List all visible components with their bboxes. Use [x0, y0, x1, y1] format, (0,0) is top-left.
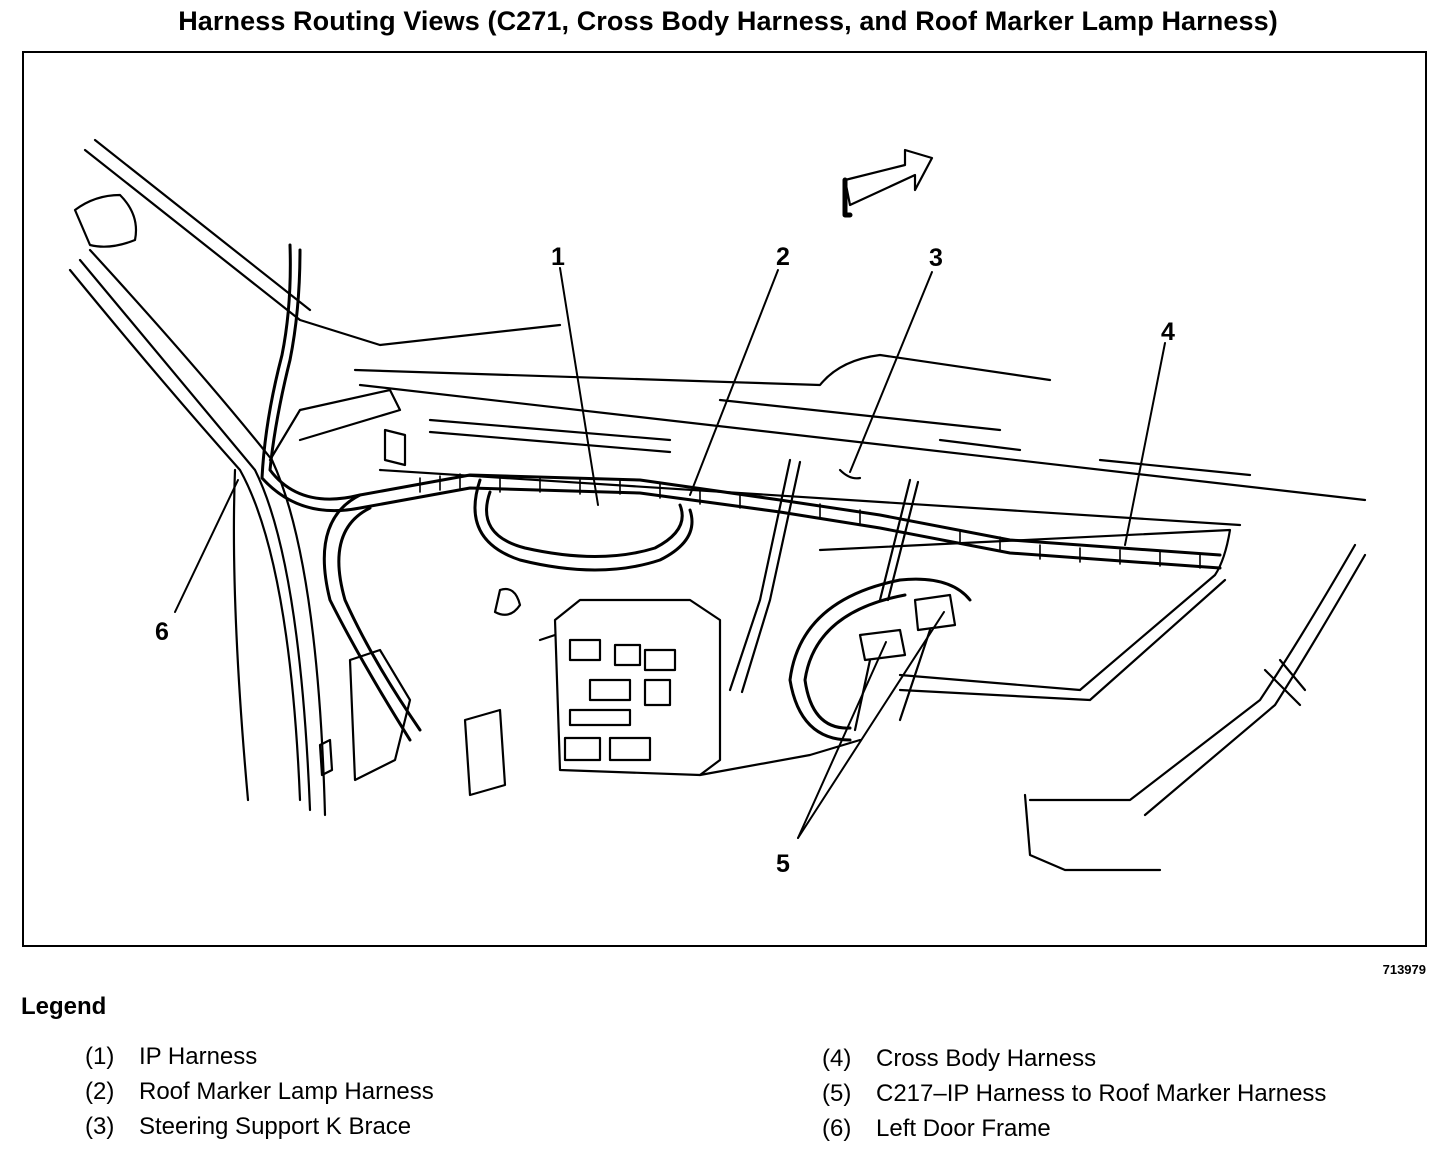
- fuse-block: [538, 598, 862, 777]
- legend-number: (1): [85, 1043, 115, 1070]
- diagram-frame: [22, 51, 1427, 947]
- legend-item: (3) Steering Support K Brace: [85, 1113, 411, 1141]
- legend-label: Roof Marker Lamp Harness: [139, 1078, 434, 1105]
- callout-1: 1: [551, 243, 565, 271]
- door-frame-pillar: [68, 138, 562, 817]
- callout-3: 3: [929, 244, 943, 272]
- legend-heading: Legend: [21, 993, 107, 1020]
- right-door-frame: [1023, 543, 1367, 872]
- legend-label: IP Harness: [139, 1043, 258, 1070]
- legend-item: (5) C217–IP Harness to Roof Marker Harnes…: [822, 1080, 1326, 1108]
- lower-left-parts: [318, 428, 522, 797]
- callout-5: 5: [776, 850, 790, 878]
- callout-6: 6: [155, 618, 169, 646]
- instrument-panel-top: [353, 353, 1367, 702]
- legend-item: (6) Left Door Frame: [822, 1115, 1051, 1143]
- callout-2: 2: [776, 243, 790, 271]
- legend-item: (2) Roof Marker Lamp Harness: [85, 1078, 434, 1106]
- callout-4: 4: [1161, 318, 1175, 346]
- c217-connectors: [853, 593, 957, 732]
- diagram-title: Harness Routing Views (C271, Cross Body …: [178, 6, 1278, 36]
- leader-lines: [174, 267, 1166, 839]
- legend-number: (6): [822, 1115, 852, 1142]
- legend-number: (4): [822, 1045, 852, 1072]
- steering-support-k-brace: [728, 458, 920, 694]
- legend-label: Steering Support K Brace: [139, 1113, 412, 1140]
- legend-label: Left Door Frame: [876, 1115, 1051, 1142]
- harness-tape-hatching: [419, 473, 1201, 569]
- legend-number: (2): [85, 1078, 115, 1105]
- legend-item: (1) IP Harness: [85, 1043, 257, 1071]
- harness-routing-illustration: 1 2 3 4 5 6: [68, 138, 1367, 878]
- callout-labels: 1 2 3 4 5 6: [155, 243, 1175, 878]
- harness-bundles: [260, 243, 1222, 742]
- legend-number: (3): [85, 1113, 115, 1140]
- figure-id: 713979: [1382, 962, 1426, 977]
- legend-number: (5): [822, 1080, 852, 1107]
- legend-item: (4) Cross Body Harness: [822, 1045, 1096, 1073]
- legend-label: C217–IP Harness to Roof Marker Harness: [876, 1080, 1327, 1107]
- forward-direction-arrow: [842, 148, 934, 218]
- legend-label: Cross Body Harness: [876, 1045, 1097, 1072]
